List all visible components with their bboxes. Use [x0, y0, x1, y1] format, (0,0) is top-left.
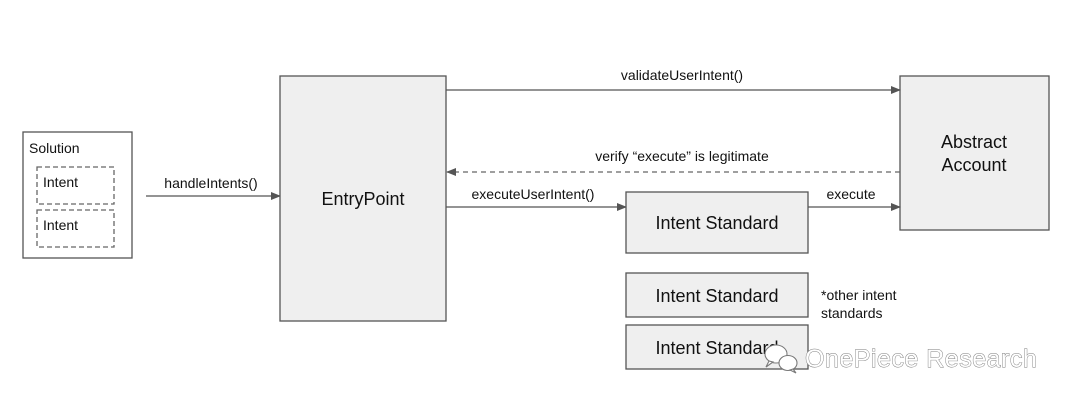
- intent-label-1: Intent: [43, 174, 78, 190]
- intent-standard-box-2: [625, 272, 809, 318]
- intent-box-1: [36, 166, 115, 205]
- watermark: OnePiece Research: [764, 344, 1037, 374]
- validate-user-intent-edge: validateUserIntent(): [446, 67, 901, 94]
- verify-execute-edge: verify “execute” is legitimate: [446, 148, 900, 176]
- verify-execute-label: verify “execute” is legitimate: [595, 148, 769, 164]
- wechat-logo-icon: [764, 344, 798, 374]
- entrypoint-label: EntryPoint: [321, 189, 404, 209]
- intent-standard-label-2: Intent Standard: [655, 286, 778, 306]
- entrypoint-group: EntryPoint: [279, 75, 447, 322]
- handle-intents-edge: handleIntents(): [146, 175, 281, 200]
- abstract-account-label-line1: Abstract: [941, 132, 1007, 152]
- note-line-2: standards: [821, 305, 882, 321]
- execute-user-intent-edge: executeUserIntent(): [446, 186, 627, 211]
- abstract-account-label-line2: Account: [941, 155, 1006, 175]
- handle-intents-label: handleIntents(): [164, 175, 257, 191]
- intent-standard-label-1: Intent Standard: [655, 213, 778, 233]
- intent-box-2: [36, 209, 115, 248]
- intent-standard-group: Intent Standard Intent Standard Intent S…: [625, 191, 809, 370]
- abstract-account-box: [899, 75, 1050, 231]
- watermark-text: OnePiece Research: [805, 345, 1037, 373]
- execute-label: execute: [826, 186, 875, 202]
- abstract-account-group: Abstract Account: [899, 75, 1050, 231]
- execute-user-intent-label: executeUserIntent(): [472, 186, 595, 202]
- solution-group: Solution Intent Intent: [22, 131, 133, 259]
- validate-user-intent-label: validateUserIntent(): [621, 67, 743, 83]
- entrypoint-box: [279, 75, 447, 322]
- note-line-1: *other intent: [821, 287, 897, 303]
- intent-label-2: Intent: [43, 217, 78, 233]
- other-standards-note: *other intent standards: [821, 287, 897, 321]
- intent-standard-label-3: Intent Standard: [655, 338, 778, 358]
- intent-standard-box-1: [625, 191, 809, 254]
- solution-title: Solution: [29, 140, 80, 156]
- execute-edge: execute: [808, 186, 901, 211]
